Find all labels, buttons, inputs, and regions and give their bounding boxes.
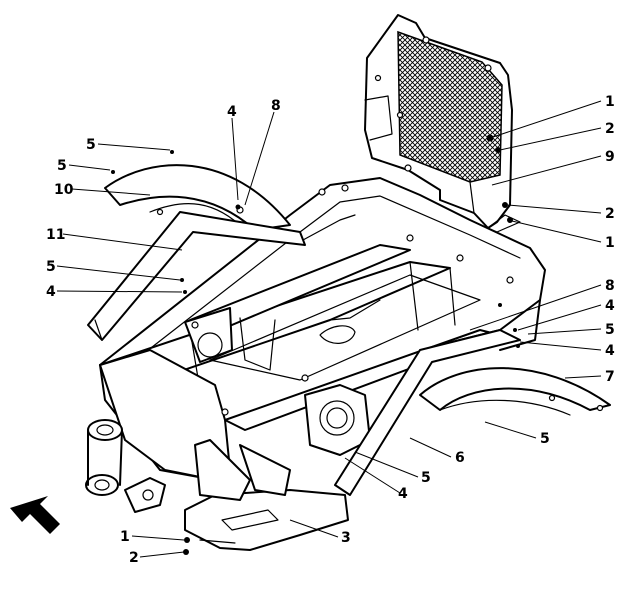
callout-5-right: 5	[605, 322, 615, 338]
callout-8-top: 8	[271, 98, 281, 114]
callout-4-left: 4	[46, 284, 56, 300]
callout-10: 10	[54, 182, 74, 198]
right-strut	[334, 329, 521, 496]
callout-5-top-b: 5	[57, 158, 67, 174]
main-frame	[85, 177, 546, 551]
callout-2-mid: 2	[605, 206, 615, 222]
arrow-icon	[10, 496, 60, 534]
callout-1-mid: 1	[605, 235, 615, 251]
callout-9: 9	[605, 149, 615, 165]
callout-7: 7	[605, 369, 615, 385]
callout-4-bottom: 4	[398, 486, 408, 502]
callout-3: 3	[341, 530, 351, 546]
callout-4-top: 4	[227, 104, 237, 120]
callout-4-right-b: 4	[605, 343, 615, 359]
hardware	[111, 134, 520, 555]
callout-5-fender-right: 5	[540, 431, 550, 447]
callout-2-top: 2	[605, 121, 615, 137]
callout-1-bottom: 1	[120, 529, 130, 545]
callout-4-right-a: 4	[605, 298, 615, 314]
callout-5-top-a: 5	[86, 137, 96, 153]
right-fender	[419, 367, 611, 416]
radiator-grille	[364, 14, 521, 233]
callout-5-left: 5	[46, 259, 56, 275]
callout-8-right: 8	[605, 278, 615, 294]
leader-lines	[56, 100, 602, 558]
callout-5-bottom: 5	[421, 470, 431, 486]
callout-11: 11	[46, 227, 65, 243]
callout-2-bottom: 2	[129, 550, 139, 566]
callout-labels: 1 2 9 2 1 8 4 5 4 7 5 6 5 4 3 1 2 4 8 5 …	[46, 94, 615, 566]
left-strut	[87, 211, 306, 341]
callout-1-top: 1	[605, 94, 615, 110]
callout-6: 6	[455, 450, 465, 466]
